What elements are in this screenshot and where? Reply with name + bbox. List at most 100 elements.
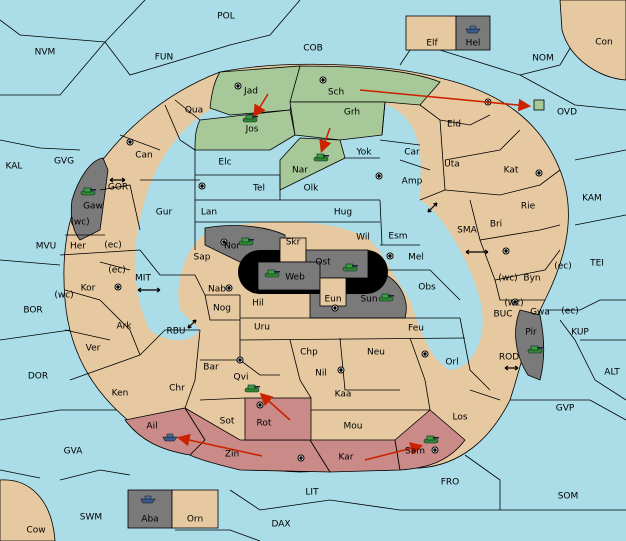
label-kaa: Kaa <box>335 390 352 400</box>
label-orl: Orl <box>445 358 458 368</box>
territory-orn[interactable] <box>171 489 219 529</box>
label-web: Web <box>285 273 305 283</box>
label-gwa: Gwa <box>530 308 550 318</box>
label-sun: Sun <box>360 295 377 305</box>
land-borders <box>59 99 561 411</box>
label-mou: Mou <box>344 422 363 432</box>
label-hil: Hil <box>252 299 264 309</box>
label-sam: Sam <box>405 447 425 457</box>
territory-elf[interactable] <box>405 15 457 51</box>
label-dax: DAX <box>271 520 290 530</box>
label-buc: BUC <box>493 310 512 320</box>
label-cow: Cow <box>26 526 45 536</box>
label-lan: Lan <box>201 208 217 218</box>
units <box>80 25 545 504</box>
territory-rot[interactable] <box>244 397 312 441</box>
label-amp: Amp <box>402 177 423 187</box>
label-kor: Kor <box>81 284 96 294</box>
label-hug: Hug <box>334 208 352 218</box>
label-gvp: GVP <box>556 404 575 414</box>
label-kam: KAM <box>582 194 602 204</box>
label-fro: FRO <box>441 478 460 488</box>
label-ver: Ver <box>86 344 101 354</box>
label-nom: NOM <box>532 54 554 64</box>
label-pol: POL <box>217 12 235 22</box>
territory-eun[interactable] <box>319 277 347 307</box>
label-neu: Neu <box>367 348 385 358</box>
label-con: Con <box>595 38 613 48</box>
label-nog: Nog <box>213 304 231 314</box>
label-rie: Rie <box>521 202 536 212</box>
label-alt: ALT <box>604 368 620 378</box>
label-car: Car <box>404 148 420 158</box>
label-elf: Elf <box>426 39 438 49</box>
label-mel: Mel <box>408 253 424 263</box>
label-tei: TEI <box>589 259 604 269</box>
label-sch: Sch <box>328 88 344 98</box>
label-esm: Esm <box>388 232 407 242</box>
label-ec4: (ec) <box>561 307 579 317</box>
label-sap: Sap <box>194 253 211 263</box>
label-chp: Chp <box>300 348 318 358</box>
label-ken: Ken <box>112 389 129 399</box>
label-grh: Grh <box>344 108 360 118</box>
label-nar: Nar <box>292 166 308 176</box>
label-lit: LIT <box>305 488 319 498</box>
territory-skr[interactable] <box>279 237 307 263</box>
strait-markers <box>109 177 519 371</box>
label-wc4: (wc) <box>504 299 523 309</box>
label-rbu: RBU <box>166 327 185 337</box>
label-nvm: NVM <box>35 48 56 58</box>
order-arrows <box>176 89 532 461</box>
label-chr: Chr <box>169 384 185 394</box>
label-ec2: (ec) <box>108 266 126 276</box>
label-ost: Ost <box>315 258 331 268</box>
label-pir: Pir <box>525 328 537 338</box>
label-ark: Ark <box>116 322 132 332</box>
label-wc1: (wc) <box>70 218 89 228</box>
label-obs: Obs <box>418 283 436 293</box>
label-zin: Zin <box>225 450 239 460</box>
label-mit: MIT <box>135 274 151 284</box>
label-jad: Jad <box>243 87 258 97</box>
label-ail: Ail <box>146 422 157 432</box>
label-eun: Eun <box>324 295 341 305</box>
label-can: Can <box>135 151 153 161</box>
label-gaw: Gaw <box>83 202 103 212</box>
label-jos: Jos <box>245 125 259 135</box>
label-qvi: Qvi <box>234 373 249 383</box>
label-nil: Nil <box>315 369 327 379</box>
label-gur: Gur <box>156 208 173 218</box>
territory-gaw[interactable] <box>70 157 109 241</box>
label-swm: SWM <box>80 513 102 523</box>
army-ovd[interactable] <box>533 99 545 111</box>
territory-labels: POL NVM FUN COB NOM Con Elf Hel OVD KAL … <box>6 12 621 536</box>
label-wil: Wil <box>356 233 370 243</box>
label-kar: Kar <box>339 453 354 463</box>
territory-jad[interactable] <box>209 65 301 116</box>
label-kat: Kat <box>504 166 519 176</box>
label-nab: Nab <box>208 285 226 295</box>
label-dor: DOR <box>28 372 48 382</box>
label-gor: GOR <box>108 183 128 193</box>
label-fun: FUN <box>155 53 174 63</box>
label-bri: Bri <box>490 220 502 230</box>
label-hel: Hel <box>466 39 481 49</box>
label-los: Los <box>452 413 467 423</box>
label-elc: Elc <box>218 158 231 168</box>
label-gva: GVA <box>64 447 84 457</box>
label-uta: Uta <box>444 160 460 170</box>
label-bar: Bar <box>203 363 219 373</box>
label-kup: KUP <box>571 328 589 338</box>
label-ec3: (ec) <box>554 262 572 272</box>
label-olk: Olk <box>304 184 320 194</box>
territory-pir[interactable] <box>515 309 545 381</box>
label-wc3: (wc) <box>498 274 517 284</box>
territory-jos[interactable] <box>194 109 296 151</box>
label-som: SOM <box>558 492 579 502</box>
territory-grh[interactable] <box>289 101 386 141</box>
label-aba: Aba <box>141 515 158 525</box>
label-her: Her <box>70 242 86 252</box>
label-mvu: MVU <box>36 242 57 252</box>
